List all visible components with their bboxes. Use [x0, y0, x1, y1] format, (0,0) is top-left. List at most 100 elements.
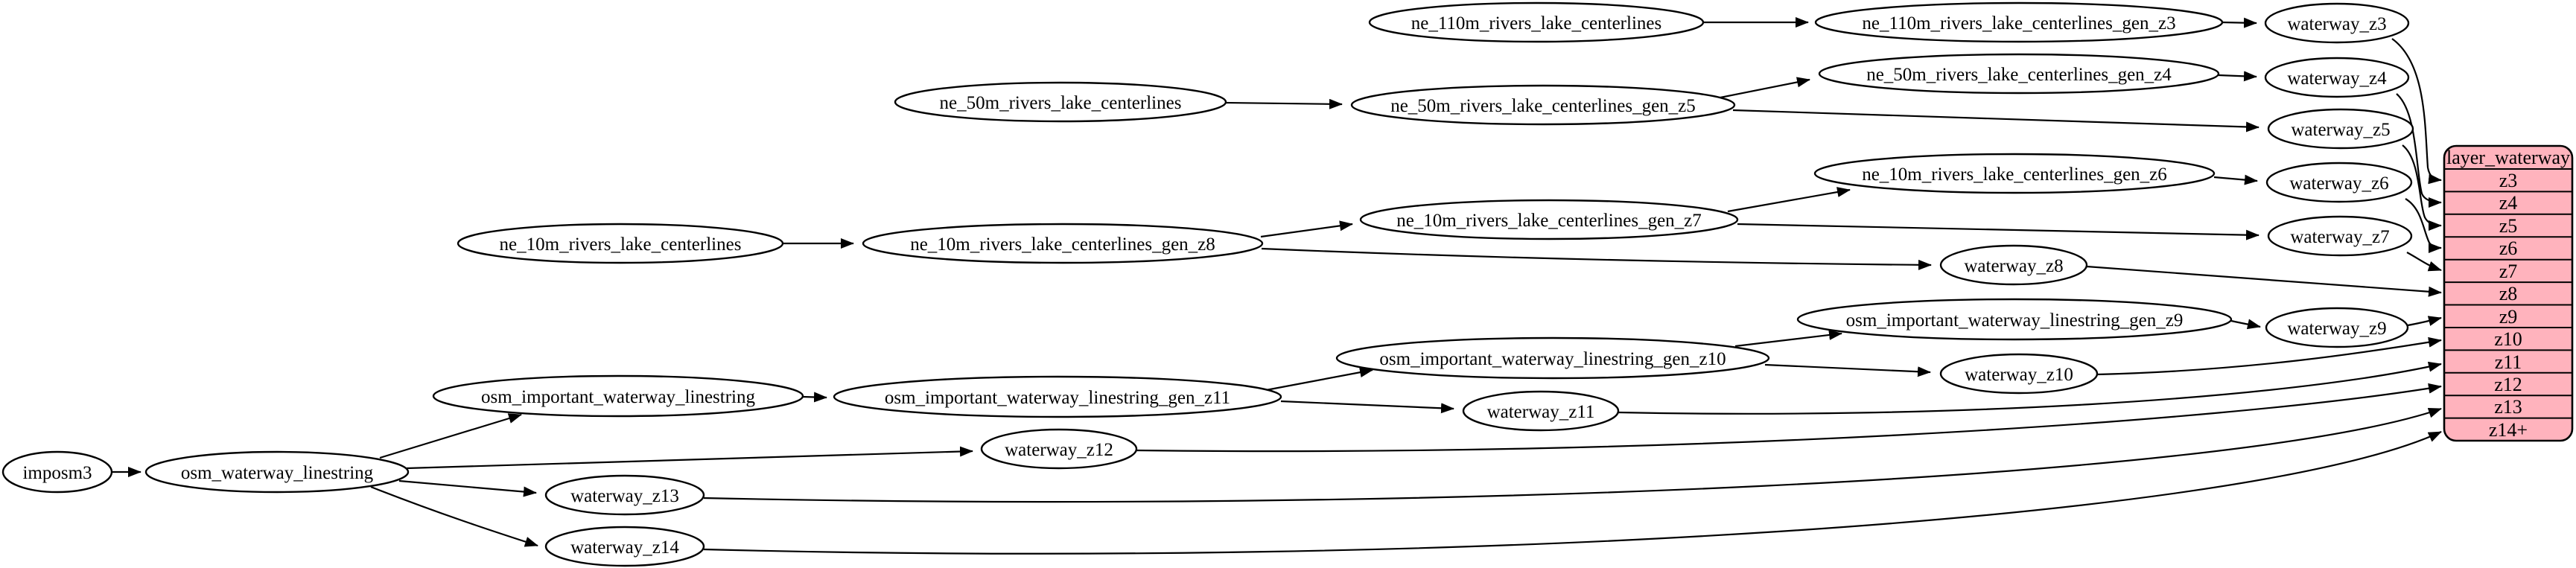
node-osm_waterway_linestring: osm_waterway_linestring [144, 450, 410, 494]
edge-osm_waterway_linestring-waterway_z12 [406, 446, 973, 470]
record-row-z10: z10 [2494, 328, 2522, 350]
node-waterway_z5: waterway_z5 [2267, 108, 2414, 150]
node-waterway_z5-label: waterway_z5 [2291, 120, 2390, 140]
node-osm_important_waterway_linestring_gen_z10: osm_important_waterway_linestring_gen_z1… [1335, 336, 1770, 380]
node-ne_10m_rivers_lake_centerlines_gen_z7-label: ne_10m_rivers_lake_centerlines_gen_z7 [1396, 211, 1702, 231]
node-osm_important_waterway_linestring_gen_z9-label: osm_important_waterway_linestring_gen_z9 [1846, 310, 2184, 331]
edge-osm_waterway_linestring-osm_important_waterway_linestring [379, 413, 522, 459]
record-layer_waterway: layer_waterway z3 z4 z5 z6 z7 z8 z9 z10 … [2443, 144, 2574, 442]
node-ne_110m_rivers_lake_centerlines-label: ne_110m_rivers_lake_centerlines [1411, 13, 1661, 33]
node-waterway_z3-label: waterway_z3 [2287, 14, 2386, 34]
edge-gen_z6-waterway_z6 [2213, 174, 2258, 185]
record-row-z5: z5 [2499, 215, 2518, 237]
edge-gen_z9-waterway_z9 [2230, 319, 2261, 330]
edge-waterway_z8-row_z8 [2086, 265, 2442, 297]
node-waterway_z3: waterway_z3 [2264, 2, 2410, 44]
edge-ne_50m-gen_z5 [1225, 98, 1343, 109]
node-ne_50m_rivers_lake_centerlines_gen_z4-label: ne_50m_rivers_lake_centerlines_gen_z4 [1866, 65, 2172, 85]
edge-gen_z7-waterway_z7 [1737, 223, 2259, 240]
node-osm_waterway_linestring-label: osm_waterway_linestring [181, 463, 374, 483]
node-ne_10m_rivers_lake_centerlines_gen_z8: ne_10m_rivers_lake_centerlines_gen_z8 [862, 223, 1264, 264]
node-waterway_z7-label: waterway_z7 [2290, 227, 2389, 247]
node-waterway_z12: waterway_z12 [980, 428, 1138, 470]
node-ne_110m_rivers_lake_centerlines: ne_110m_rivers_lake_centerlines [1368, 1, 1705, 43]
node-imposm3: imposm3 [1, 450, 113, 494]
node-imposm3-label: imposm3 [22, 463, 92, 483]
node-osm_important_waterway_linestring: osm_important_waterway_linestring [432, 374, 804, 418]
node-ne_50m_rivers_lake_centerlines: ne_50m_rivers_lake_centerlines [894, 81, 1227, 123]
node-waterway_z4: waterway_z4 [2264, 57, 2410, 98]
node-osm_important_waterway_linestring_gen_z11-label: osm_important_waterway_linestring_gen_z1… [885, 388, 1230, 408]
edge-gen_z5-gen_z4 [1720, 77, 1810, 99]
node-ne_10m_rivers_lake_centerlines-label: ne_10m_rivers_lake_centerlines [500, 234, 742, 255]
record-title: layer_waterway [2446, 147, 2570, 168]
edge-gen_z11-waterway_z11 [1280, 400, 1454, 414]
record-row-z4: z4 [2499, 192, 2518, 214]
edge-waterway_z11-row_z11 [1618, 361, 2442, 415]
node-ne_50m_rivers_lake_centerlines_gen_z5-label: ne_50m_rivers_lake_centerlines_gen_z5 [1390, 96, 1696, 116]
node-ne_110m_rivers_lake_centerlines_gen_z3: ne_110m_rivers_lake_centerlines_gen_z3 [1814, 1, 2224, 43]
node-waterway_z6: waterway_z6 [2265, 162, 2413, 203]
node-ne_50m_rivers_lake_centerlines-label: ne_50m_rivers_lake_centerlines [940, 93, 1182, 113]
node-ne_10m_rivers_lake_centerlines_gen_z7: ne_10m_rivers_lake_centerlines_gen_z7 [1359, 199, 1739, 240]
edge-waterway_z6-row_z6 [2405, 198, 2442, 253]
edge-osm_waterway_linestring-waterway_z14 [370, 485, 538, 547]
edge-waterway_z5-row_z5 [2402, 144, 2442, 231]
record-row-z6: z6 [2499, 237, 2518, 259]
node-waterway_z10: waterway_z10 [1939, 353, 2099, 395]
edge-gen_z7-gen_z6 [1727, 187, 1851, 213]
edge-osm_waterway_linestring-waterway_z13 [398, 479, 537, 497]
node-waterway_z9-label: waterway_z9 [2287, 319, 2386, 339]
node-waterway_z6-label: waterway_z6 [2289, 173, 2388, 194]
node-waterway_z9: waterway_z9 [2265, 307, 2409, 348]
edge-waterway_z3-row_z3 [2391, 38, 2442, 185]
record-row-z12: z12 [2494, 374, 2522, 395]
node-ne_50m_rivers_lake_centerlines_gen_z5: ne_50m_rivers_lake_centerlines_gen_z5 [1350, 84, 1736, 126]
edge-waterway_z13-row_z13 [703, 407, 2442, 503]
node-waterway_z4-label: waterway_z4 [2287, 68, 2387, 89]
edge-gen_z8-waterway_z8 [1261, 247, 1932, 270]
edge-gen_z3-waterway_z3 [2222, 17, 2257, 28]
node-osm_important_waterway_linestring_gen_z9: osm_important_waterway_linestring_gen_z9 [1796, 298, 2233, 341]
node-waterway_z11-label: waterway_z11 [1487, 402, 1595, 422]
edge-waterway_z9-row_z9 [2407, 316, 2442, 327]
node-waterway_z11: waterway_z11 [1462, 390, 1620, 432]
node-waterway_z14: waterway_z14 [544, 526, 705, 567]
node-ne_50m_rivers_lake_centerlines_gen_z4: ne_50m_rivers_lake_centerlines_gen_z4 [1818, 53, 2220, 95]
node-ne_110m_rivers_lake_centerlines_gen_z3-label: ne_110m_rivers_lake_centerlines_gen_z3 [1862, 13, 2175, 33]
edge-waterway_z14-row_z14 [703, 431, 2442, 555]
record-row-z14plus: z14+ [2489, 419, 2528, 441]
node-waterway_z8: waterway_z8 [1939, 244, 2088, 286]
edge-osm_important_waterway_linestring-gen_z11 [802, 392, 827, 403]
node-waterway_z8-label: waterway_z8 [1964, 256, 2063, 276]
record-row-z13: z13 [2494, 396, 2522, 418]
edge-gen_z10-gen_z9 [1734, 330, 1842, 348]
edge-waterway_z4-row_z4 [2396, 93, 2442, 208]
edge-gen_z5-waterway_z5 [1732, 109, 2259, 133]
edge-gen_z4-waterway_z4 [2218, 71, 2257, 82]
record-row-z8: z8 [2499, 283, 2518, 304]
node-waterway_z10-label: waterway_z10 [1965, 365, 2073, 385]
edge-waterway_z7-row_z7 [2406, 252, 2442, 272]
edge-waterway_z12-row_z12 [1136, 383, 2442, 453]
record-row-z9: z9 [2499, 306, 2518, 328]
node-ne_10m_rivers_lake_centerlines: ne_10m_rivers_lake_centerlines [457, 223, 784, 264]
node-osm_important_waterway_linestring_gen_z10-label: osm_important_waterway_linestring_gen_z1… [1379, 349, 1726, 369]
node-ne_10m_rivers_lake_centerlines_gen_z6-label: ne_10m_rivers_lake_centerlines_gen_z6 [1862, 165, 2167, 185]
record-row-z7: z7 [2499, 261, 2518, 282]
edge-gen_z10-waterway_z10 [1764, 363, 1931, 377]
edge-waterway_z10-row_z10 [2096, 336, 2442, 376]
edge-gen_z8-gen_z7 [1260, 220, 1353, 238]
node-osm_important_waterway_linestring-label: osm_important_waterway_linestring [481, 387, 755, 407]
node-ne_10m_rivers_lake_centerlines_gen_z8-label: ne_10m_rivers_lake_centerlines_gen_z8 [910, 234, 1215, 255]
record-row-z3: z3 [2499, 170, 2518, 191]
edge-gen_z11-gen_z10 [1265, 367, 1373, 392]
node-ne_10m_rivers_lake_centerlines_gen_z6: ne_10m_rivers_lake_centerlines_gen_z6 [1813, 153, 2216, 194]
node-waterway_z13-label: waterway_z13 [570, 486, 679, 506]
node-waterway_z13: waterway_z13 [544, 474, 705, 516]
node-waterway_z12-label: waterway_z12 [1005, 440, 1113, 460]
node-osm_important_waterway_linestring_gen_z11: osm_important_waterway_linestring_gen_z1… [833, 375, 1282, 418]
record-row-z11: z11 [2495, 351, 2522, 373]
